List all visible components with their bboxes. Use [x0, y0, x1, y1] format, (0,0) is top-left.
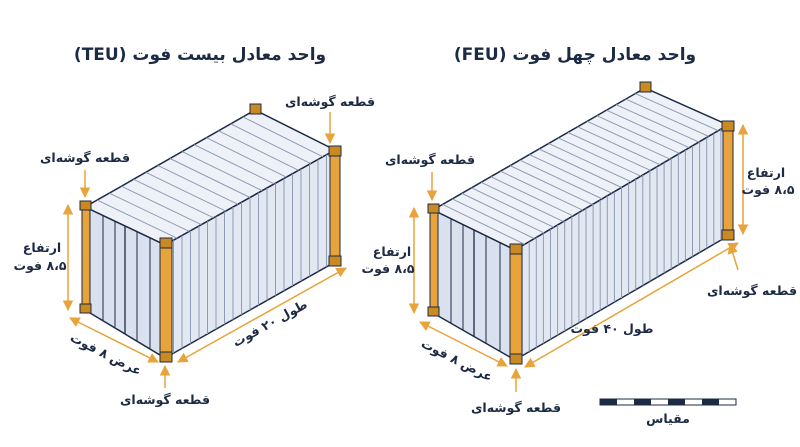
feu-corner-casting	[721, 120, 735, 132]
feu-width-dimension	[419, 321, 508, 367]
teu-corner-label-left: قطعه گوشه‌ای	[40, 150, 130, 165]
feu-corner-post-left	[429, 208, 439, 315]
teu-height-value: ۸،۵ فوت	[14, 258, 67, 273]
scale-bar	[599, 398, 737, 406]
feu-height-left-word: ارتفاع	[373, 244, 411, 259]
teu-corner-post-front	[159, 240, 173, 359]
feu-corner-label-bottom: قطعه گوشه‌ای	[471, 400, 561, 415]
teu-height-word: ارتفاع	[23, 240, 61, 255]
teu-corner-label-top: قطعه گوشه‌ای	[285, 94, 375, 109]
teu-corner-casting	[328, 145, 342, 157]
teu-container	[79, 103, 342, 363]
feu-corner-casting	[721, 229, 735, 241]
teu-corner-casting	[328, 255, 342, 267]
feu-length-dimension	[524, 242, 739, 368]
feu-corner-casting	[427, 203, 440, 214]
feu-roof-ribs	[442, 93, 719, 245]
feu-corner-casting	[509, 353, 523, 365]
teu-width-dimension	[69, 317, 159, 363]
teu-corner-casting	[249, 103, 262, 115]
teu-corner-label-bottom: قطعه گوشه‌ای	[120, 392, 210, 407]
feu-length-label: طول ۴۰ فوت	[570, 321, 653, 336]
teu-corner-casting	[79, 303, 92, 314]
teu-corner-casting	[159, 351, 173, 363]
feu-corner-casting	[427, 306, 440, 317]
teu-corner-post-left	[81, 205, 91, 312]
feu-title: واحد معادل چهل فوت (FEU)	[454, 45, 696, 65]
teu-corner-casting	[159, 237, 173, 249]
feu-corner-casting	[639, 81, 652, 93]
teu-corner-casting	[79, 200, 92, 211]
feu-height-right-word: ارتفاع	[747, 165, 785, 180]
teu-length-dimension	[177, 267, 347, 363]
feu-corner-post-back	[722, 124, 734, 237]
teu-title: واحد معادل بیست فوت (TEU)	[74, 45, 326, 65]
feu-height-left-value: ۸،۵ فوت	[362, 261, 415, 276]
scale-label: مقیاس	[646, 411, 690, 426]
feu-corner-label-right: قطعه گوشه‌ای	[707, 283, 797, 298]
feu-corner-label-left: قطعه گوشه‌ای	[385, 152, 475, 167]
teu-roof-ribs	[96, 116, 324, 239]
feu-corner-casting	[509, 243, 523, 255]
feu-height-right-value: ۸،۵ فوت	[742, 182, 795, 197]
teu-corner-post-back	[329, 149, 341, 263]
feu-corner-post-front	[509, 246, 523, 361]
